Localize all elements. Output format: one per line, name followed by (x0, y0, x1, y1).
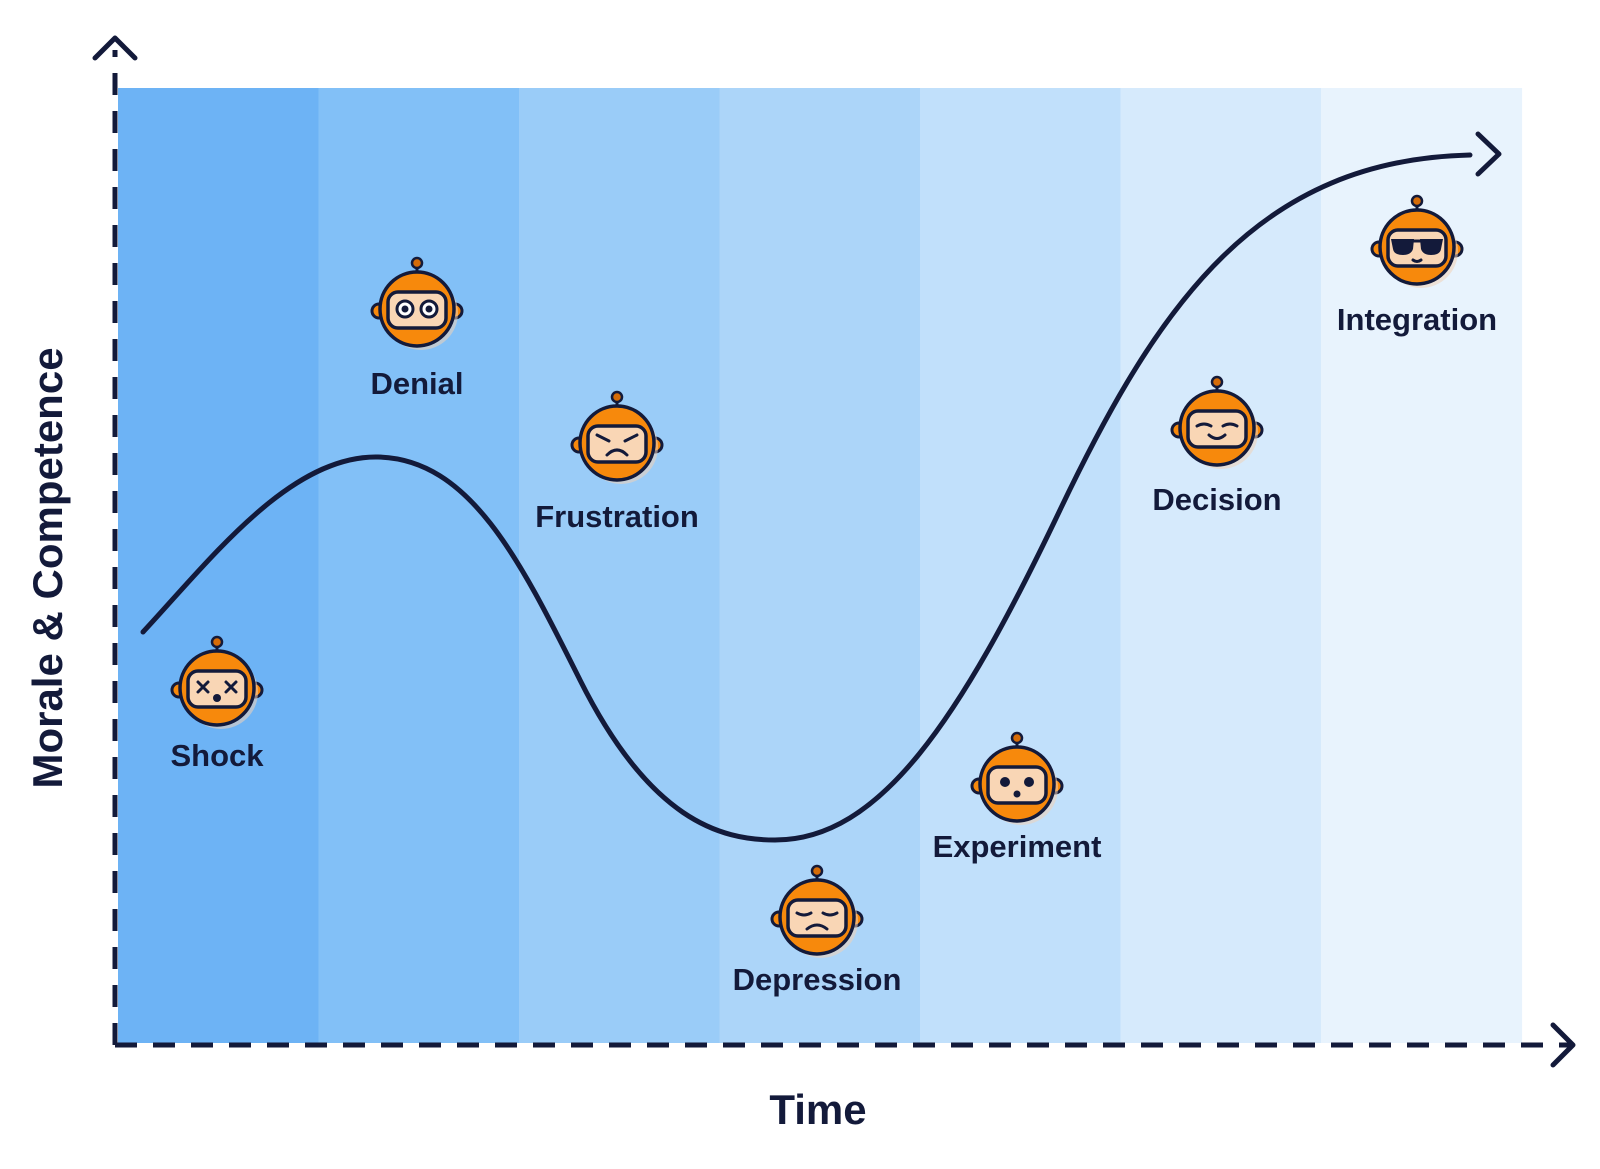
stage-band-denial (319, 88, 520, 1043)
stage-band-decision (1121, 88, 1322, 1043)
stage-label-denial: Denial (370, 366, 463, 401)
stage-label-experiment: Experiment (933, 829, 1102, 864)
stage-band-frustration (519, 88, 720, 1043)
stage-band-experiment (920, 88, 1121, 1043)
stage-label-frustration: Frustration (535, 499, 699, 534)
stage-label-depression: Depression (733, 962, 902, 997)
stage-band-shock (118, 88, 319, 1043)
stage-label-integration: Integration (1337, 302, 1497, 337)
x-axis-title: Time (769, 1086, 866, 1133)
stage-label-decision: Decision (1152, 482, 1281, 517)
stage-label-shock: Shock (170, 738, 264, 773)
y-axis-title: Morale & Competence (24, 347, 71, 788)
